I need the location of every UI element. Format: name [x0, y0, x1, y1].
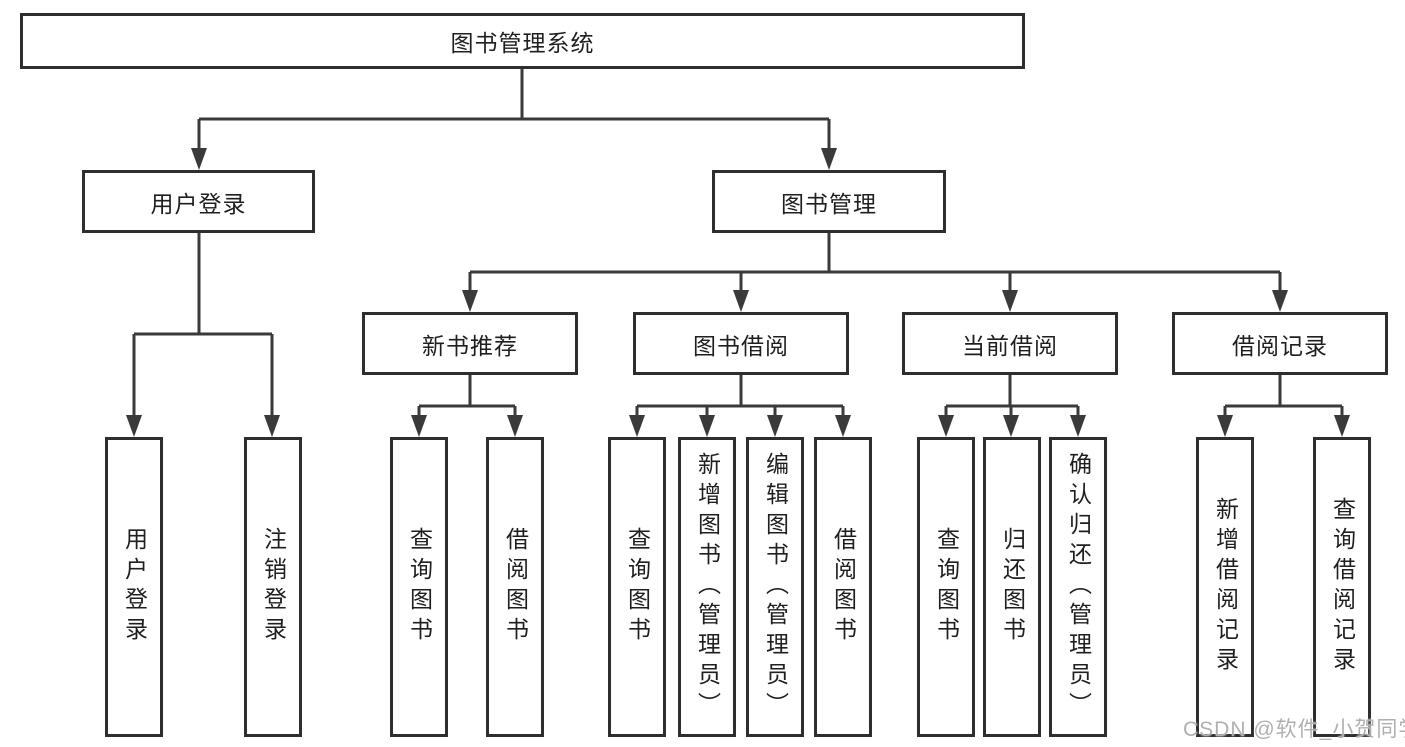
leaf-query-books-recommend: 查询图书	[390, 437, 448, 737]
node-label: 新增图书（管理员）	[694, 452, 721, 722]
leaf-borrow-books-recommend: 借阅图书	[486, 437, 544, 737]
arrowhead-icon	[938, 415, 954, 437]
node-user-login: 用户登录	[82, 170, 315, 233]
node-library-system: 图书管理系统	[20, 13, 1025, 69]
leaf-query-borrow-record: 查询借阅记录	[1313, 437, 1371, 737]
node-label: 图书借阅	[693, 332, 789, 359]
node-label: 注销登录	[260, 527, 287, 647]
node-label: 查询图书	[624, 527, 651, 647]
node-label: 借阅记录	[1232, 332, 1328, 359]
arrowhead-icon	[821, 148, 837, 170]
node-book-borrow: 图书借阅	[633, 312, 849, 375]
leaf-query-books-borrow: 查询图书	[608, 437, 666, 737]
arrowhead-icon	[1272, 290, 1288, 312]
leaf-confirm-return-admin: 确认归还（管理员）	[1049, 437, 1107, 737]
leaf-edit-book-admin: 编辑图书（管理员）	[746, 437, 804, 737]
arrowhead-icon	[126, 415, 142, 437]
arrowhead-icon	[507, 415, 523, 437]
node-label: 归还图书	[999, 527, 1026, 647]
node-label: 借阅图书	[830, 527, 857, 647]
arrowhead-icon	[1003, 415, 1019, 437]
leaf-query-books-current: 查询图书	[917, 437, 975, 737]
node-label: 确认归还（管理员）	[1065, 452, 1092, 722]
arrowhead-icon	[733, 290, 749, 312]
csdn-watermark: CSDN @软件_小贺同学	[1183, 718, 1405, 741]
node-book-management: 图书管理	[712, 170, 946, 233]
leaf-logout: 注销登录	[244, 437, 302, 737]
leaf-add-borrow-record: 新增借阅记录	[1196, 437, 1254, 737]
node-label: 图书管理系统	[450, 30, 595, 56]
arrowhead-icon	[1334, 415, 1350, 437]
leaf-return-books: 归还图书	[983, 437, 1041, 737]
arrowhead-icon	[767, 415, 783, 437]
arrowhead-icon	[1070, 415, 1086, 437]
node-label: 新增借阅记录	[1212, 497, 1239, 677]
node-label: 用户登录	[121, 527, 148, 647]
arrowhead-icon	[1217, 415, 1233, 437]
node-new-book-recommend: 新书推荐	[362, 312, 578, 375]
arrowhead-icon	[1002, 290, 1018, 312]
arrowhead-icon	[629, 415, 645, 437]
node-current-borrow: 当前借阅	[902, 312, 1118, 375]
node-label: 借阅图书	[502, 527, 529, 647]
node-label: 用户登录	[150, 190, 247, 217]
node-label: 查询图书	[406, 527, 433, 647]
arrowhead-icon	[191, 148, 207, 170]
node-label: 编辑图书（管理员）	[762, 452, 789, 722]
node-borrow-records: 借阅记录	[1172, 312, 1388, 375]
arrowhead-icon	[835, 415, 851, 437]
node-label: 当前借阅	[962, 332, 1058, 359]
leaf-add-book-admin: 新增图书（管理员）	[678, 437, 736, 737]
arrowhead-icon	[411, 415, 427, 437]
leaf-user-login: 用户登录	[105, 437, 163, 737]
leaf-borrow-books: 借阅图书	[814, 437, 872, 737]
arrowhead-icon	[462, 290, 478, 312]
node-label: 图书管理	[781, 190, 877, 217]
node-label: 查询借阅记录	[1329, 497, 1356, 677]
arrowhead-icon	[264, 415, 280, 437]
node-label: 查询图书	[933, 527, 960, 647]
node-label: 新书推荐	[422, 332, 518, 359]
arrowhead-icon	[699, 415, 715, 437]
